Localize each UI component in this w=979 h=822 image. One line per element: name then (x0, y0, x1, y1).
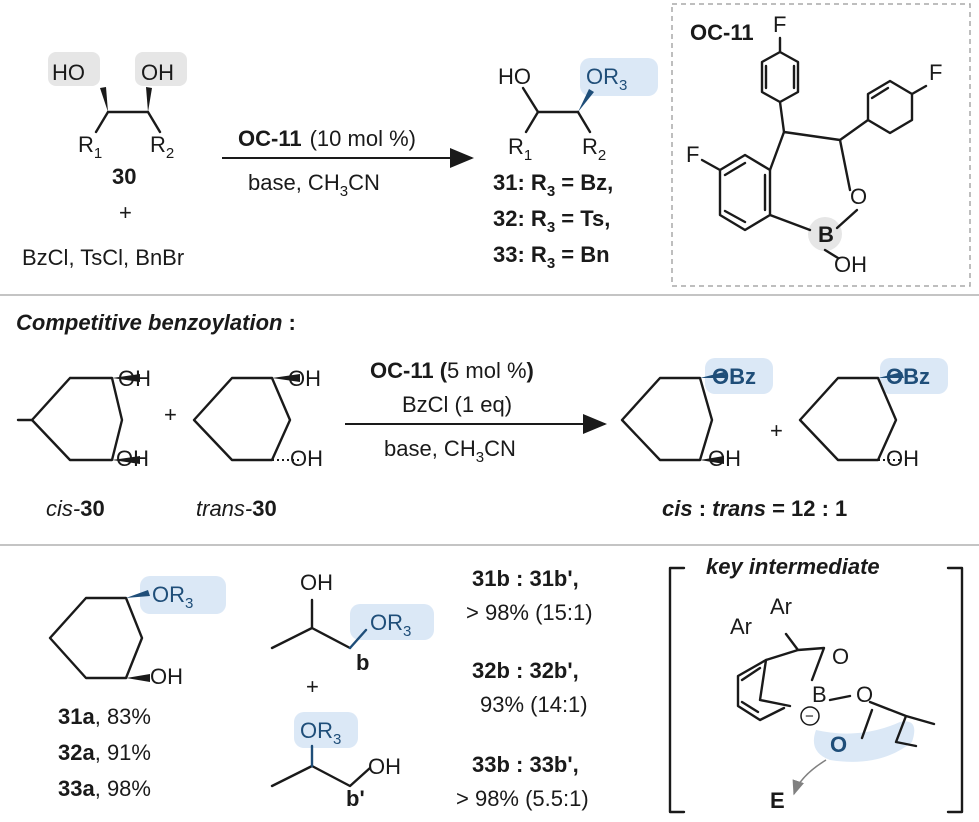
intermediate-b: B (812, 682, 827, 707)
diol-r2: R2 (150, 132, 174, 162)
product-oh: HO (498, 64, 531, 89)
intermediate-charge: − (805, 708, 814, 725)
trans-product-obz: OBz (886, 364, 930, 389)
arrow-conditions: base, CH3CN (248, 170, 380, 200)
reaction-arrow-top: OC-11(10 mol %) base, CH3CN (222, 126, 474, 200)
selectivity-32b: 32b : 32b', (472, 658, 579, 683)
compound-b: OH OR3 b (270, 570, 434, 675)
cis-trans-ratio: cis : trans = 12 : 1 (662, 496, 847, 521)
intermediate-o1: O (832, 644, 849, 669)
plus-sign-bottom: + (306, 674, 319, 699)
diol-30: HO OH R1 R2 30 (48, 52, 187, 189)
product-r1: R1 (508, 134, 532, 164)
intermediate-o2: O (856, 682, 873, 707)
middle-arrow-catalyst: OC-11 (5 mol %) (370, 358, 534, 383)
product-line-32: 32: R3 = Ts, (493, 206, 610, 236)
selectivity-31b-value: > 98% (15:1) (466, 600, 593, 625)
key-intermediate-title: key intermediate (706, 554, 880, 579)
product-diol: HO OR3 R1 R2 (498, 58, 658, 164)
intermediate-ar2: Ar (770, 594, 792, 619)
catalyst-name: OC-11 (690, 20, 754, 45)
product-or3: OR3 (586, 64, 627, 94)
arrow-catalyst-label: OC-11(10 mol %) (238, 126, 416, 151)
catalyst-f-left: F (686, 142, 699, 167)
cyclo-or3: OR3 (152, 582, 193, 612)
trans-product-oh: OH (886, 446, 919, 471)
selectivity-33b-value: > 98% (5.5:1) (456, 786, 589, 811)
intermediate-ar1: Ar (730, 614, 752, 639)
cis-product-obz: OBz (712, 364, 756, 389)
middle-arrow-reagent: BzCl (1 eq) (402, 392, 512, 417)
cis-30-label: cis-30 (46, 496, 105, 521)
intermediate-o3: O (830, 732, 847, 757)
plus-sign-products: + (770, 418, 783, 443)
bprime-or3: OR3 (300, 718, 341, 748)
cis-product-oh: OH (708, 446, 741, 471)
cis-product: OBz OH (620, 358, 773, 471)
trans-oh-bottom: OH (290, 446, 323, 471)
cyclohexanediol-product: OR3 OH (48, 576, 226, 689)
plus-sign-middle: + (164, 402, 177, 427)
cis-oh-top: OH (118, 366, 151, 391)
section-heading-competitive: Competitive benzoylation: (16, 310, 296, 335)
compound-number-30: 30 (112, 164, 136, 189)
catalyst-b: B (818, 222, 834, 247)
product-r2: R2 (582, 134, 606, 164)
catalyst-o: O (850, 184, 867, 209)
cis-oh-bottom: OH (116, 446, 149, 471)
reagent-list: BzCl, TsCl, BnBr (22, 245, 184, 270)
key-intermediate: key intermediate Ar Ar O B − O O E (668, 554, 964, 814)
catalyst-f-right: F (929, 60, 942, 85)
middle-arrow-conditions: base, CH3CN (384, 436, 516, 466)
product-line-33: 33: R3 = Bn (493, 242, 610, 272)
trans-oh-top: OH (288, 366, 321, 391)
yield-31a: 31a, 83% (58, 704, 151, 729)
bprime-oh: OH (368, 754, 401, 779)
diol-oh-right: OH (141, 60, 174, 85)
trans-30-label: trans-30 (196, 496, 277, 521)
selectivity-31b: 31b : 31b', (472, 566, 579, 591)
cis-30: OH OH cis-30 (16, 366, 151, 521)
diol-r1: R1 (78, 132, 102, 162)
selectivity-32b-value: 93% (14:1) (480, 692, 588, 717)
product-line-31: 31: R3 = Bz, (493, 170, 613, 200)
bprime-label: b' (346, 786, 365, 811)
catalyst-f-top: F (773, 12, 786, 37)
catalyst-oc11-box: OC-11 F F F O B OH (671, 3, 971, 287)
yield-33a: 33a, 98% (58, 776, 151, 801)
b-label: b (356, 650, 369, 675)
selectivity-33b: 33b : 33b', (472, 752, 579, 777)
catalyst-oh: OH (834, 252, 867, 277)
yield-32a: 32a, 91% (58, 740, 151, 765)
trans-30: OH OH trans-30 (192, 366, 323, 521)
trans-product: OBz OH (798, 358, 948, 471)
plus-sign-top: + (119, 200, 132, 225)
b-or3: OR3 (370, 610, 411, 640)
compound-b-prime: OR3 OH b' (270, 712, 401, 811)
cyclo-oh: OH (150, 664, 183, 689)
reaction-arrow-middle: OC-11 (5 mol %) BzCl (1 eq) base, CH3CN (345, 358, 607, 466)
diol-oh-left: HO (52, 60, 85, 85)
intermediate-e: E (770, 788, 785, 813)
b-oh: OH (300, 570, 333, 595)
